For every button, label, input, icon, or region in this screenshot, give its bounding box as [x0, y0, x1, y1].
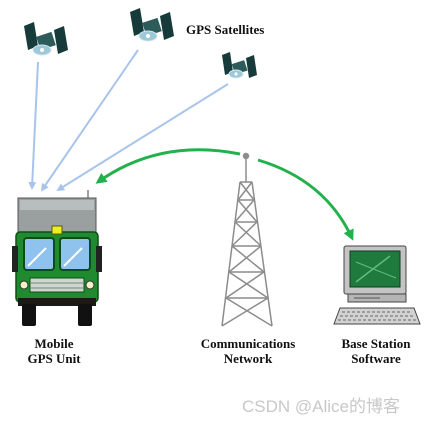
- watermark: CSDN @Alice的博客: [242, 397, 400, 416]
- truck-icon: [12, 190, 102, 326]
- signal-beam-1: [28, 61, 39, 190]
- radio-link-tower-base: [257, 158, 354, 241]
- computer-icon: [333, 245, 421, 325]
- signal-beam-3: [56, 83, 229, 192]
- mobile-gps-unit-label-line1: Mobile: [34, 336, 74, 351]
- base-station-software-label: Base Station Software: [328, 336, 424, 366]
- satellite-icon: [222, 52, 257, 79]
- signal-beam-2: [40, 49, 139, 192]
- radio-tower-icon: [221, 152, 273, 327]
- communications-network-label-line1: Communications: [200, 336, 296, 351]
- base-station-software-label-line2: Software: [351, 351, 401, 366]
- satellite-icon: [24, 22, 68, 56]
- mobile-gps-unit-label: Mobile GPS Unit: [8, 336, 100, 366]
- satellites-label: GPS Satellites: [186, 22, 265, 37]
- base-station-software-label-line1: Base Station: [341, 336, 411, 351]
- radio-links: [95, 148, 354, 241]
- communications-network-label: Communications Network: [188, 336, 308, 366]
- communications-network-label-line2: Network: [223, 351, 273, 366]
- mobile-gps-unit-label-line2: GPS Unit: [27, 351, 81, 366]
- satellite-signals: [28, 49, 229, 192]
- satellite-icon: [130, 8, 174, 42]
- radio-link-truck-tower: [95, 148, 241, 184]
